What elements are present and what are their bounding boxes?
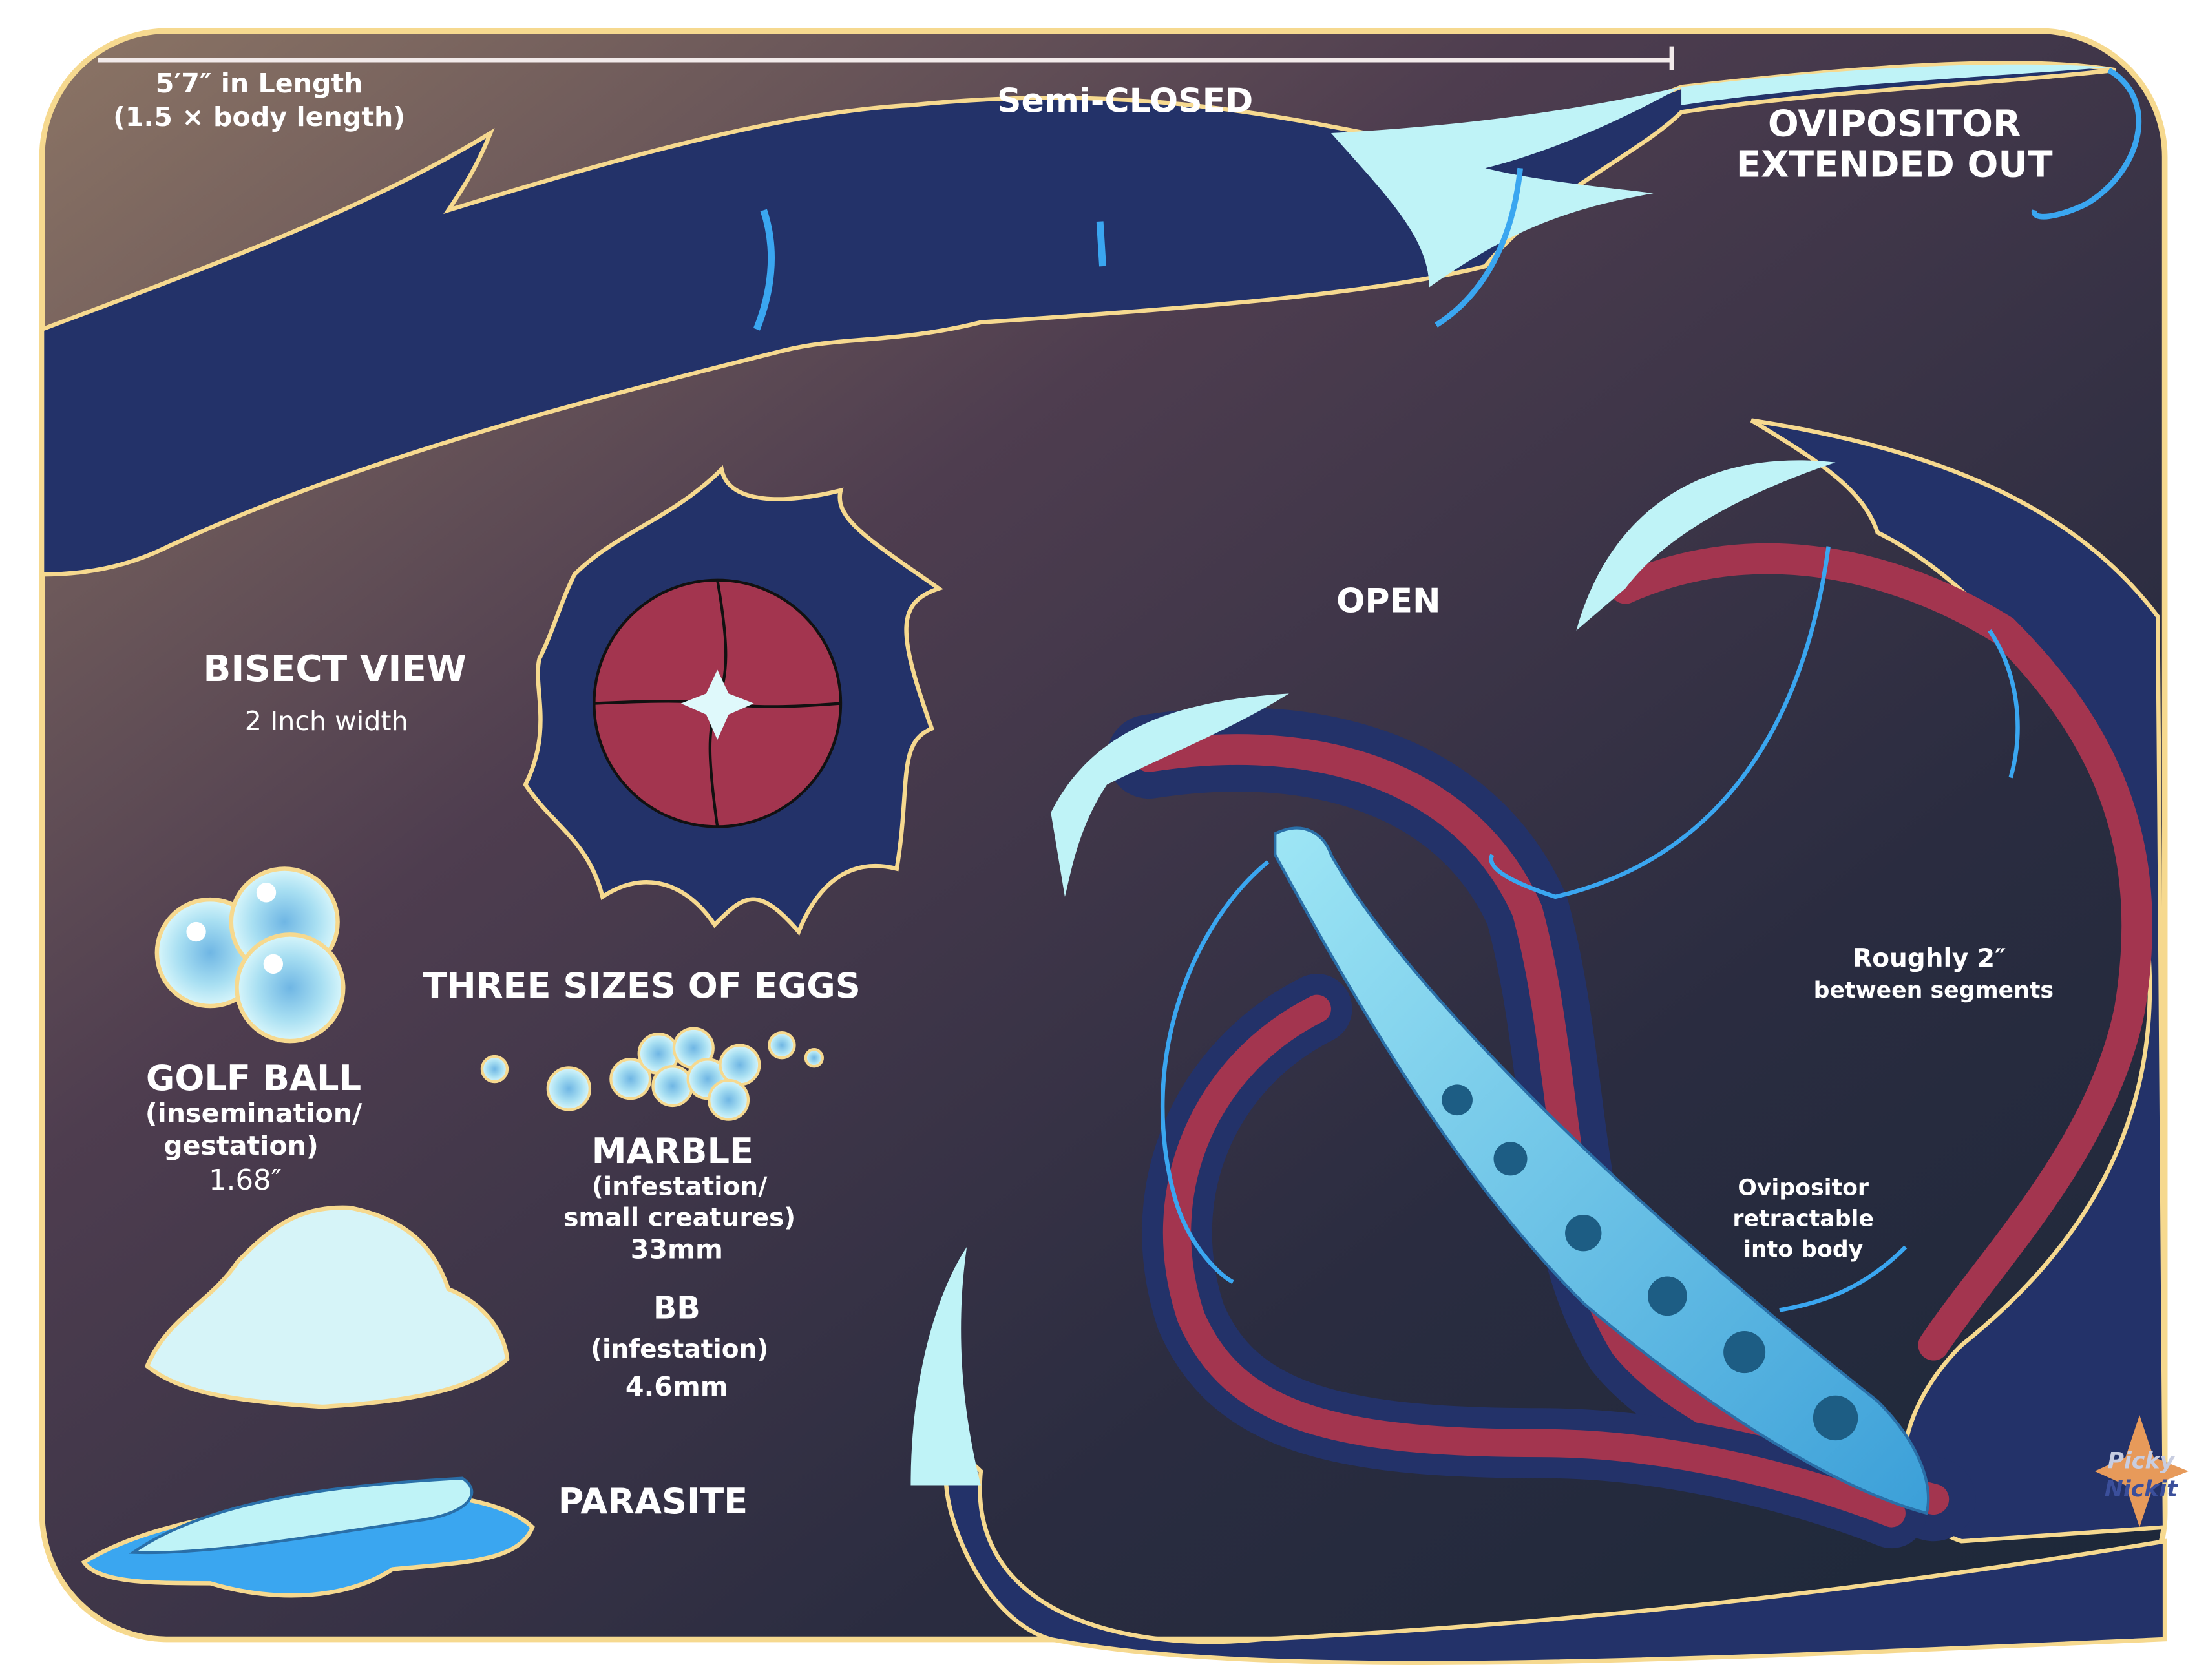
retract-note-line3: into body <box>1743 1237 1863 1263</box>
retract-note-line2: retractable <box>1732 1206 1874 1232</box>
golf-ball-line2: gestation) <box>163 1130 319 1161</box>
eggs-title: THREE SIZES OF EGGS <box>423 965 860 1006</box>
parasite-label: PARASITE <box>558 1481 748 1522</box>
marble-line2: small creatures) <box>563 1203 795 1232</box>
parasite-illustration <box>81 1476 535 1598</box>
marble-line1: (infestation/ <box>592 1173 768 1202</box>
length-measure-line <box>98 46 1674 70</box>
golf-ball-size: 1.68″ <box>209 1164 282 1197</box>
open-ovipositor-illustration <box>910 418 2167 1665</box>
retract-note-line1: Ovipositor <box>1738 1175 1869 1201</box>
segments-note-line1: Roughly 2″ <box>1853 944 2006 973</box>
marble-name: MARBLE <box>592 1131 753 1171</box>
bb-line1: (infestation) <box>591 1335 768 1364</box>
ovipositor-extended-line2: EXTENDED OUT <box>1736 143 2053 185</box>
open-label: OPEN <box>1336 582 1440 621</box>
bisect-view-subtitle: 2 Inch width <box>245 706 408 737</box>
golf-ball-line1: (insemination/ <box>145 1098 363 1129</box>
svg-text:Picky: Picky <box>2107 1449 2175 1475</box>
semi-closed-tail-illustration <box>39 61 2141 577</box>
marble-size: 33mm <box>631 1234 723 1265</box>
marble-eggs-illustration <box>480 1027 824 1121</box>
bb-name: BB <box>653 1290 700 1326</box>
bisect-view-illustration <box>523 465 943 936</box>
length-note-line1: 5′7″ in Length <box>156 68 363 99</box>
svg-text:Nickit: Nickit <box>2105 1476 2178 1502</box>
length-note-line2: (1.5 × body length) <box>113 101 405 132</box>
bisect-view-title: BISECT VIEW <box>203 648 467 690</box>
ovipositor-extended-line1: OVIPOSITOR <box>1768 103 2021 145</box>
golf-ball-eggs-illustration <box>154 866 346 1044</box>
golf-ball-name: GOLF BALL <box>146 1058 361 1098</box>
bb-size: 4.6mm <box>625 1371 728 1402</box>
picky-nickit-watermark-logo: Picky Nickit <box>2094 1415 2189 1528</box>
segments-note-line2: between segments <box>1814 978 2054 1003</box>
bb-eggs-pile-illustration <box>144 1205 510 1409</box>
semi-closed-label: Semi-CLOSED <box>997 82 1253 121</box>
